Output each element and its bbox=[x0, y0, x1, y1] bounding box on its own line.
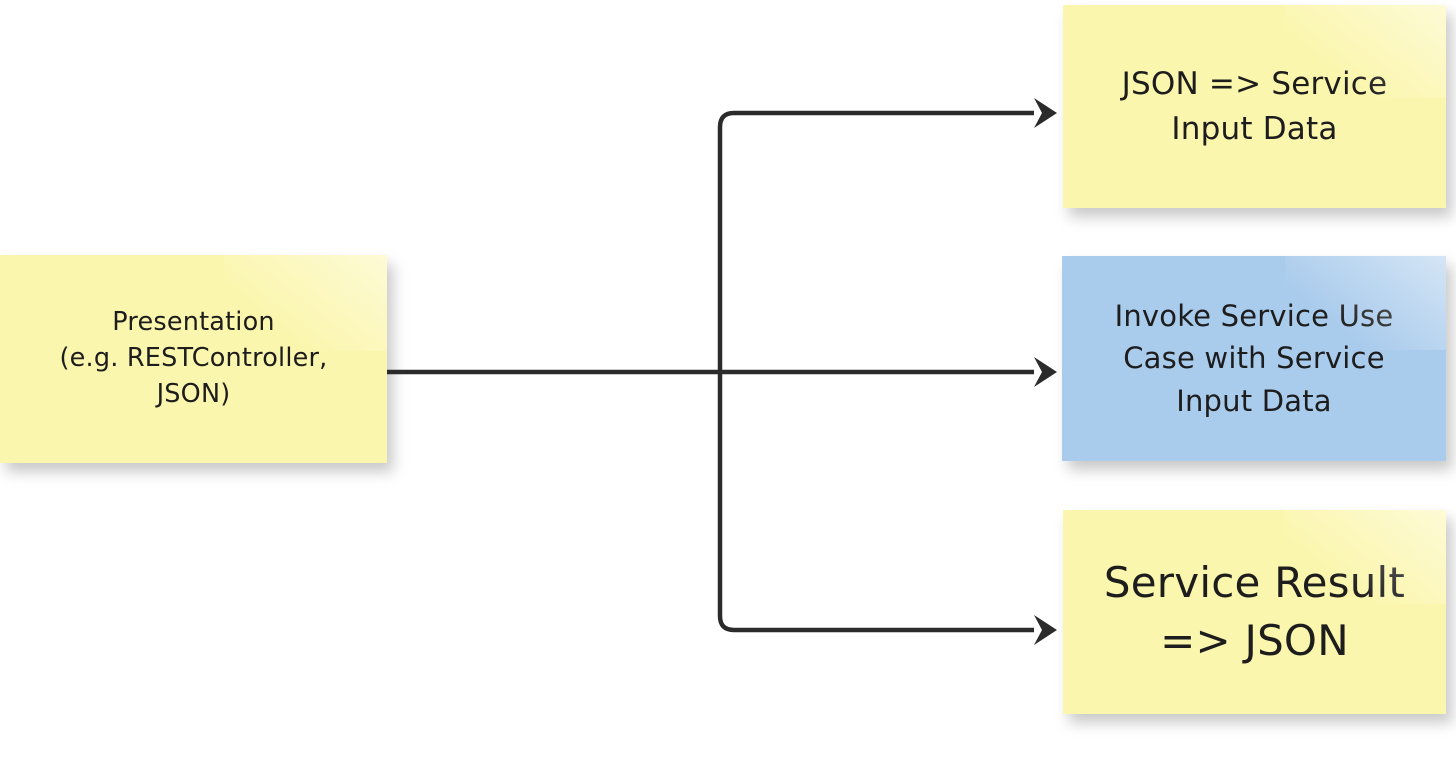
connector-presentation-to-json-to-input bbox=[717, 110, 1034, 372]
note-service-result-to-json[interactable]: Service Result => JSON bbox=[1063, 510, 1446, 714]
arrowhead-json-to-input-icon bbox=[1034, 98, 1057, 128]
note-presentation-label: Presentation (e.g. RESTController, JSON) bbox=[59, 307, 328, 409]
arrowhead-invoke-usecase-icon bbox=[1034, 357, 1057, 387]
note-json-to-service-input-data[interactable]: JSON => Service Input Data bbox=[1063, 5, 1446, 208]
note-json-to-service-input-data-label: JSON => Service Input Data bbox=[1121, 66, 1388, 147]
note-presentation[interactable]: Presentation (e.g. RESTController, JSON) bbox=[0, 255, 387, 463]
note-service-result-to-json-label: Service Result => JSON bbox=[1103, 558, 1406, 665]
note-invoke-service-use-case-label: Invoke Service Use Case with Service Inp… bbox=[1114, 299, 1394, 418]
note-invoke-service-use-case[interactable]: Invoke Service Use Case with Service Inp… bbox=[1062, 256, 1446, 461]
connector-presentation-to-result-to-json bbox=[717, 372, 1034, 633]
arrowhead-result-to-json-icon bbox=[1034, 615, 1057, 645]
